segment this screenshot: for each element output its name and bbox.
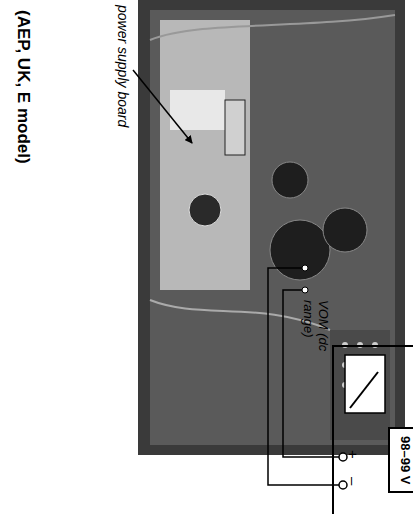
probe-point [302,287,308,293]
reading-box: 98–99 V [388,427,413,493]
test-lead [268,268,339,485]
resistor [225,100,245,155]
terminal-sign: + [345,450,362,459]
capacitor-large [270,220,330,280]
test-lead [283,290,339,457]
photo-ground [138,0,405,455]
leader-arrow [133,70,192,143]
circuit-board [150,10,395,445]
probe-point [302,265,308,271]
capacitor [189,194,221,226]
capacitor [272,162,308,198]
terminal-sign: – [345,477,362,485]
transformer [170,90,225,130]
model-note: (AEP, UK, E model) [13,10,33,164]
board-light-area [160,20,250,290]
reading-value: 98–99 V [397,436,412,484]
meter-needle [350,372,378,408]
capacitor-large [323,208,367,252]
part-label: power supply board [115,5,131,127]
meter-label: VOM (dc range) [300,300,330,378]
meter-body: VOM (dc range)+–98–99 V [332,345,413,514]
meter-display [345,355,385,413]
wire-harness [150,15,395,40]
